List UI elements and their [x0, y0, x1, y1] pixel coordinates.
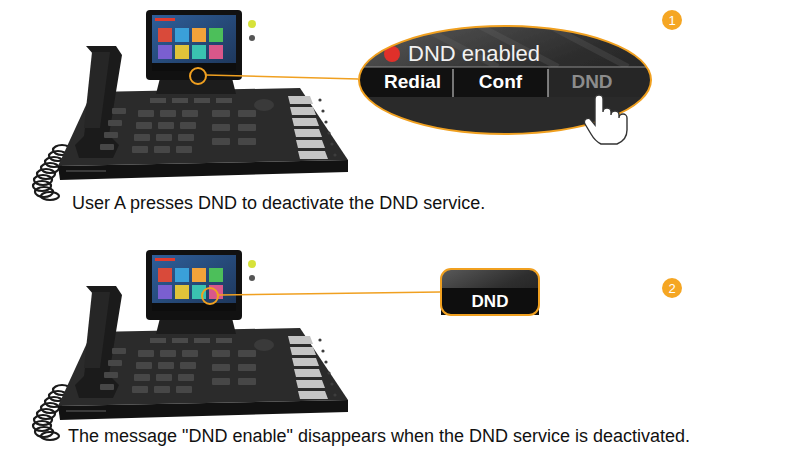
screen-text: DND enabled [408, 41, 540, 67]
softkey: Redial [372, 67, 453, 97]
phone-illustration [33, 10, 348, 200]
softkey: Conf [453, 67, 548, 97]
hand-cursor [584, 95, 627, 144]
zoom-marker [202, 288, 218, 304]
callout-number: 2 [662, 278, 682, 298]
softkey-label: Conf [479, 71, 522, 93]
zoom-marker [190, 68, 206, 84]
zoom-callout: DND [440, 268, 540, 316]
step-caption: User A presses DND to deactivate the DND… [72, 193, 485, 214]
callout-number: 2 [668, 281, 675, 296]
step-caption: The message "DND enable" disappears when… [68, 426, 690, 447]
callout-number: 1 [662, 10, 682, 30]
callout-number: 1 [668, 13, 675, 28]
leader-line [218, 292, 440, 295]
softkey-label: Redial [384, 71, 441, 93]
softkey: DND [548, 67, 636, 97]
screen-text: DND [472, 292, 509, 312]
leader-line [206, 75, 358, 79]
softkey-label: DND [571, 71, 612, 93]
zoom-callout: DND enabledRedial Conf DND [358, 25, 652, 135]
phone-illustration [33, 250, 348, 440]
